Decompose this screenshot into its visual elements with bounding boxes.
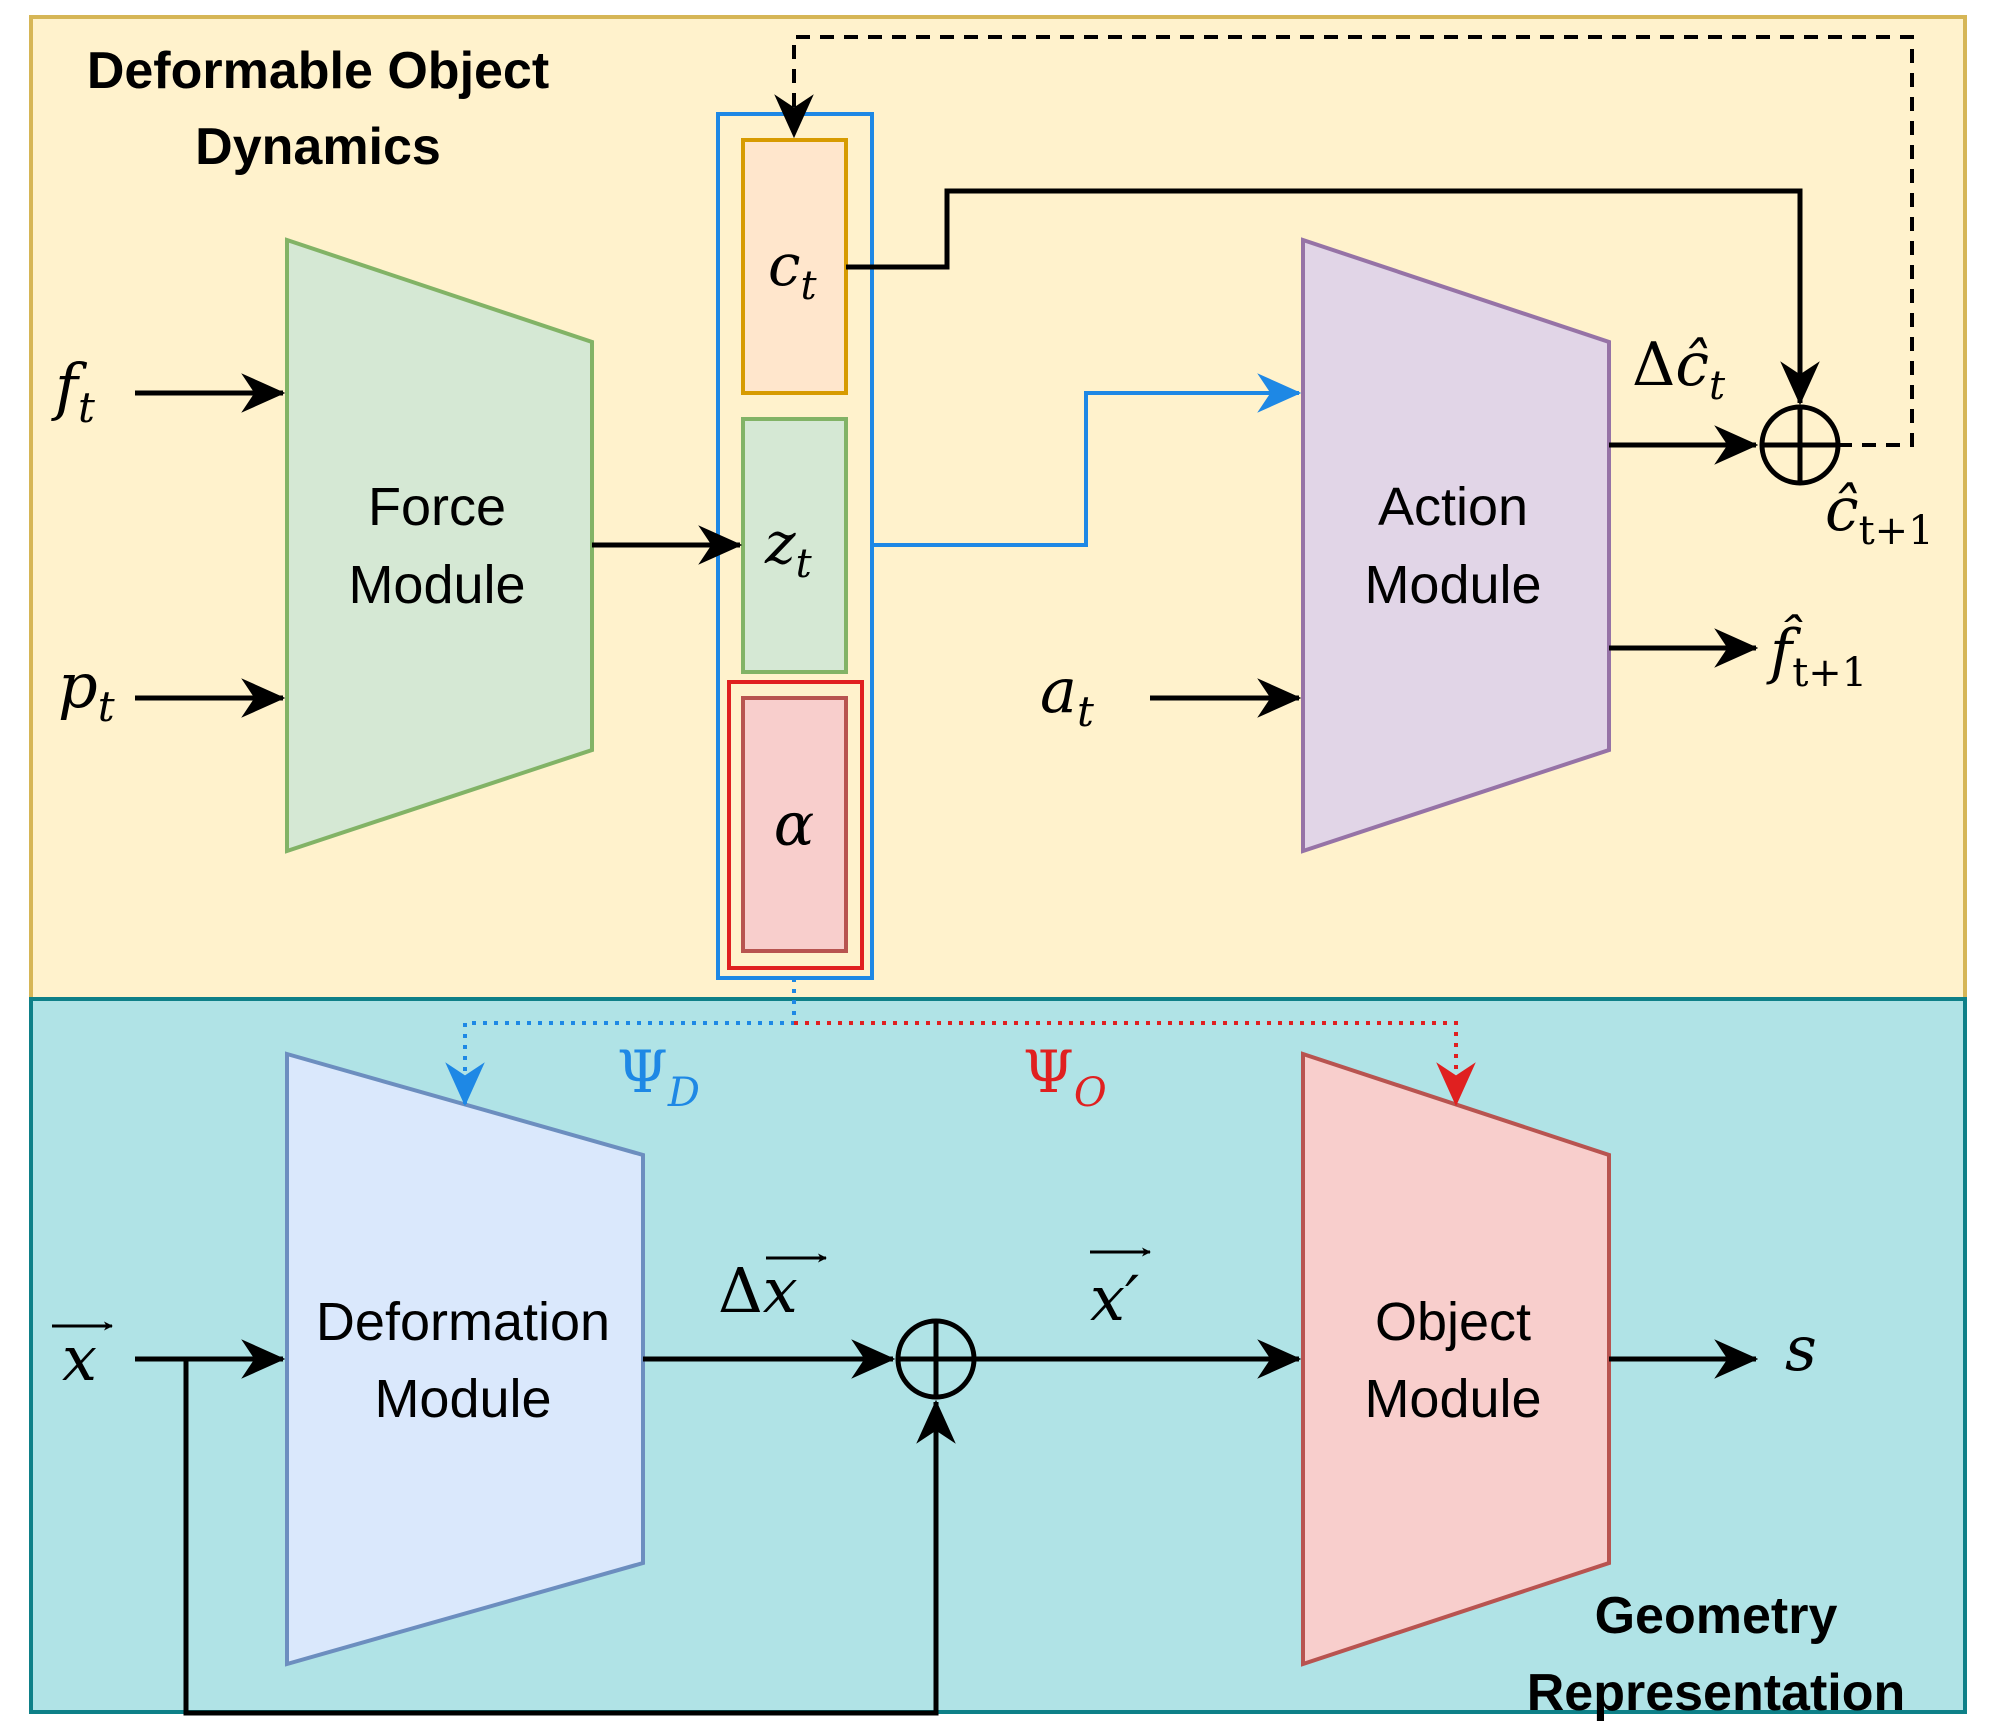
c-t-label: ct (768, 231, 817, 309)
recurrent-feedback-arrow (774, 35, 1914, 447)
alpha-box (741, 696, 848, 953)
dynamics-connections (135, 35, 1914, 718)
x-prime-label: x′ (1090, 1247, 1151, 1335)
delta-x-label: Δx (718, 1253, 827, 1327)
f-hat-next-label: f̂t+1 (1766, 614, 1867, 696)
c-t-skip-arrow (846, 188, 1820, 406)
force-module: Force Module (285, 237, 594, 854)
deformation-module-shape (285, 1051, 645, 1667)
x-skip-arrow (183, 1359, 956, 1716)
a-t-label: at (1040, 654, 1094, 736)
force-module-label-line1: Force (368, 477, 506, 537)
deformation-module-label-line1: Deformation (316, 1292, 610, 1352)
delta-c-hat-label: Δĉt (1632, 330, 1726, 409)
z-t-box (741, 417, 848, 674)
psi-d-arrow (445, 978, 796, 1107)
alpha-outer-box (727, 680, 864, 970)
deformation-module: Deformation Module (285, 1051, 645, 1667)
action-module: Action Module (1301, 237, 1611, 854)
p-t-label: pt (58, 649, 115, 731)
alpha-label: α (774, 790, 815, 860)
svg-text:x′: x′ (1090, 1262, 1139, 1335)
z-t-label: zt (764, 509, 813, 587)
object-module-shape (1301, 1051, 1611, 1667)
action-module-shape (1301, 237, 1611, 854)
c-hat-next-label: ĉt+1 (1825, 475, 1934, 554)
psi-o-arrow (794, 1021, 1476, 1107)
geometry-connections (135, 1318, 1759, 1716)
z-to-action-arrow (872, 373, 1302, 547)
deformation-module-label-line2: Module (374, 1369, 551, 1429)
geometry-title-line1: Geometry (1595, 1587, 1838, 1645)
object-module-label-line1: Object (1375, 1292, 1531, 1352)
svg-text:x: x (62, 1322, 97, 1395)
svg-text:Δx: Δx (718, 1254, 798, 1327)
s-output-label: s (1785, 1312, 1817, 1385)
psi-d-label: ΨD (617, 1038, 700, 1116)
force-module-label-line2: Module (348, 555, 525, 615)
x-input-label: x (52, 1321, 113, 1395)
geometry-title-line2: Representation (1527, 1664, 1906, 1722)
psi-o-label: ΨO (1023, 1038, 1107, 1116)
dynamics-title-line1: Deformable Object (87, 42, 549, 100)
object-module-label-line2: Module (1364, 1369, 1541, 1429)
object-module: Object Module (1301, 1051, 1611, 1667)
dynamics-title-line2: Dynamics (195, 118, 441, 176)
c-t-box (741, 138, 848, 395)
force-module-shape (285, 237, 594, 854)
action-module-label-line1: Action (1378, 477, 1528, 537)
action-module-label-line2: Module (1364, 555, 1541, 615)
